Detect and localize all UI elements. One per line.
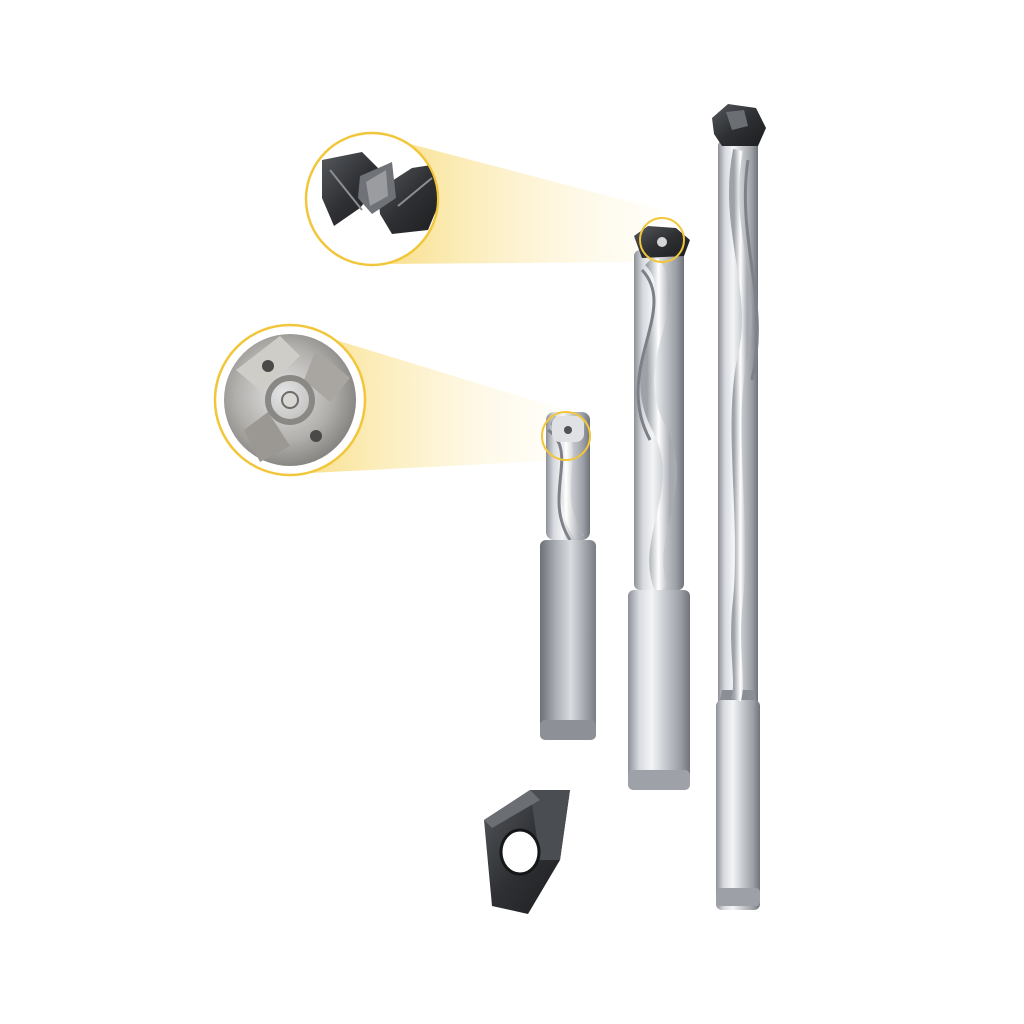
long-drill-insert-head-icon bbox=[712, 104, 766, 146]
medium-drill-highlight-ring bbox=[639, 217, 685, 263]
callout-beam-middle bbox=[290, 326, 565, 474]
loose-insert bbox=[484, 790, 570, 914]
magnified-insert-head-icon bbox=[322, 152, 437, 234]
callout-beam-top bbox=[372, 134, 662, 264]
magnified-drill-face-icon bbox=[224, 334, 356, 466]
medium-drill bbox=[628, 217, 690, 790]
medium-drill-insert-head-icon bbox=[634, 226, 690, 258]
short-drill-tip-icon bbox=[552, 416, 584, 442]
insert-screw-hole-icon bbox=[501, 830, 539, 874]
short-drill-highlight-ring bbox=[541, 411, 591, 461]
long-drill bbox=[712, 104, 766, 910]
short-drill bbox=[540, 411, 596, 740]
zoom-callout-middle bbox=[213, 323, 367, 477]
zoom-callout-top bbox=[304, 131, 440, 267]
